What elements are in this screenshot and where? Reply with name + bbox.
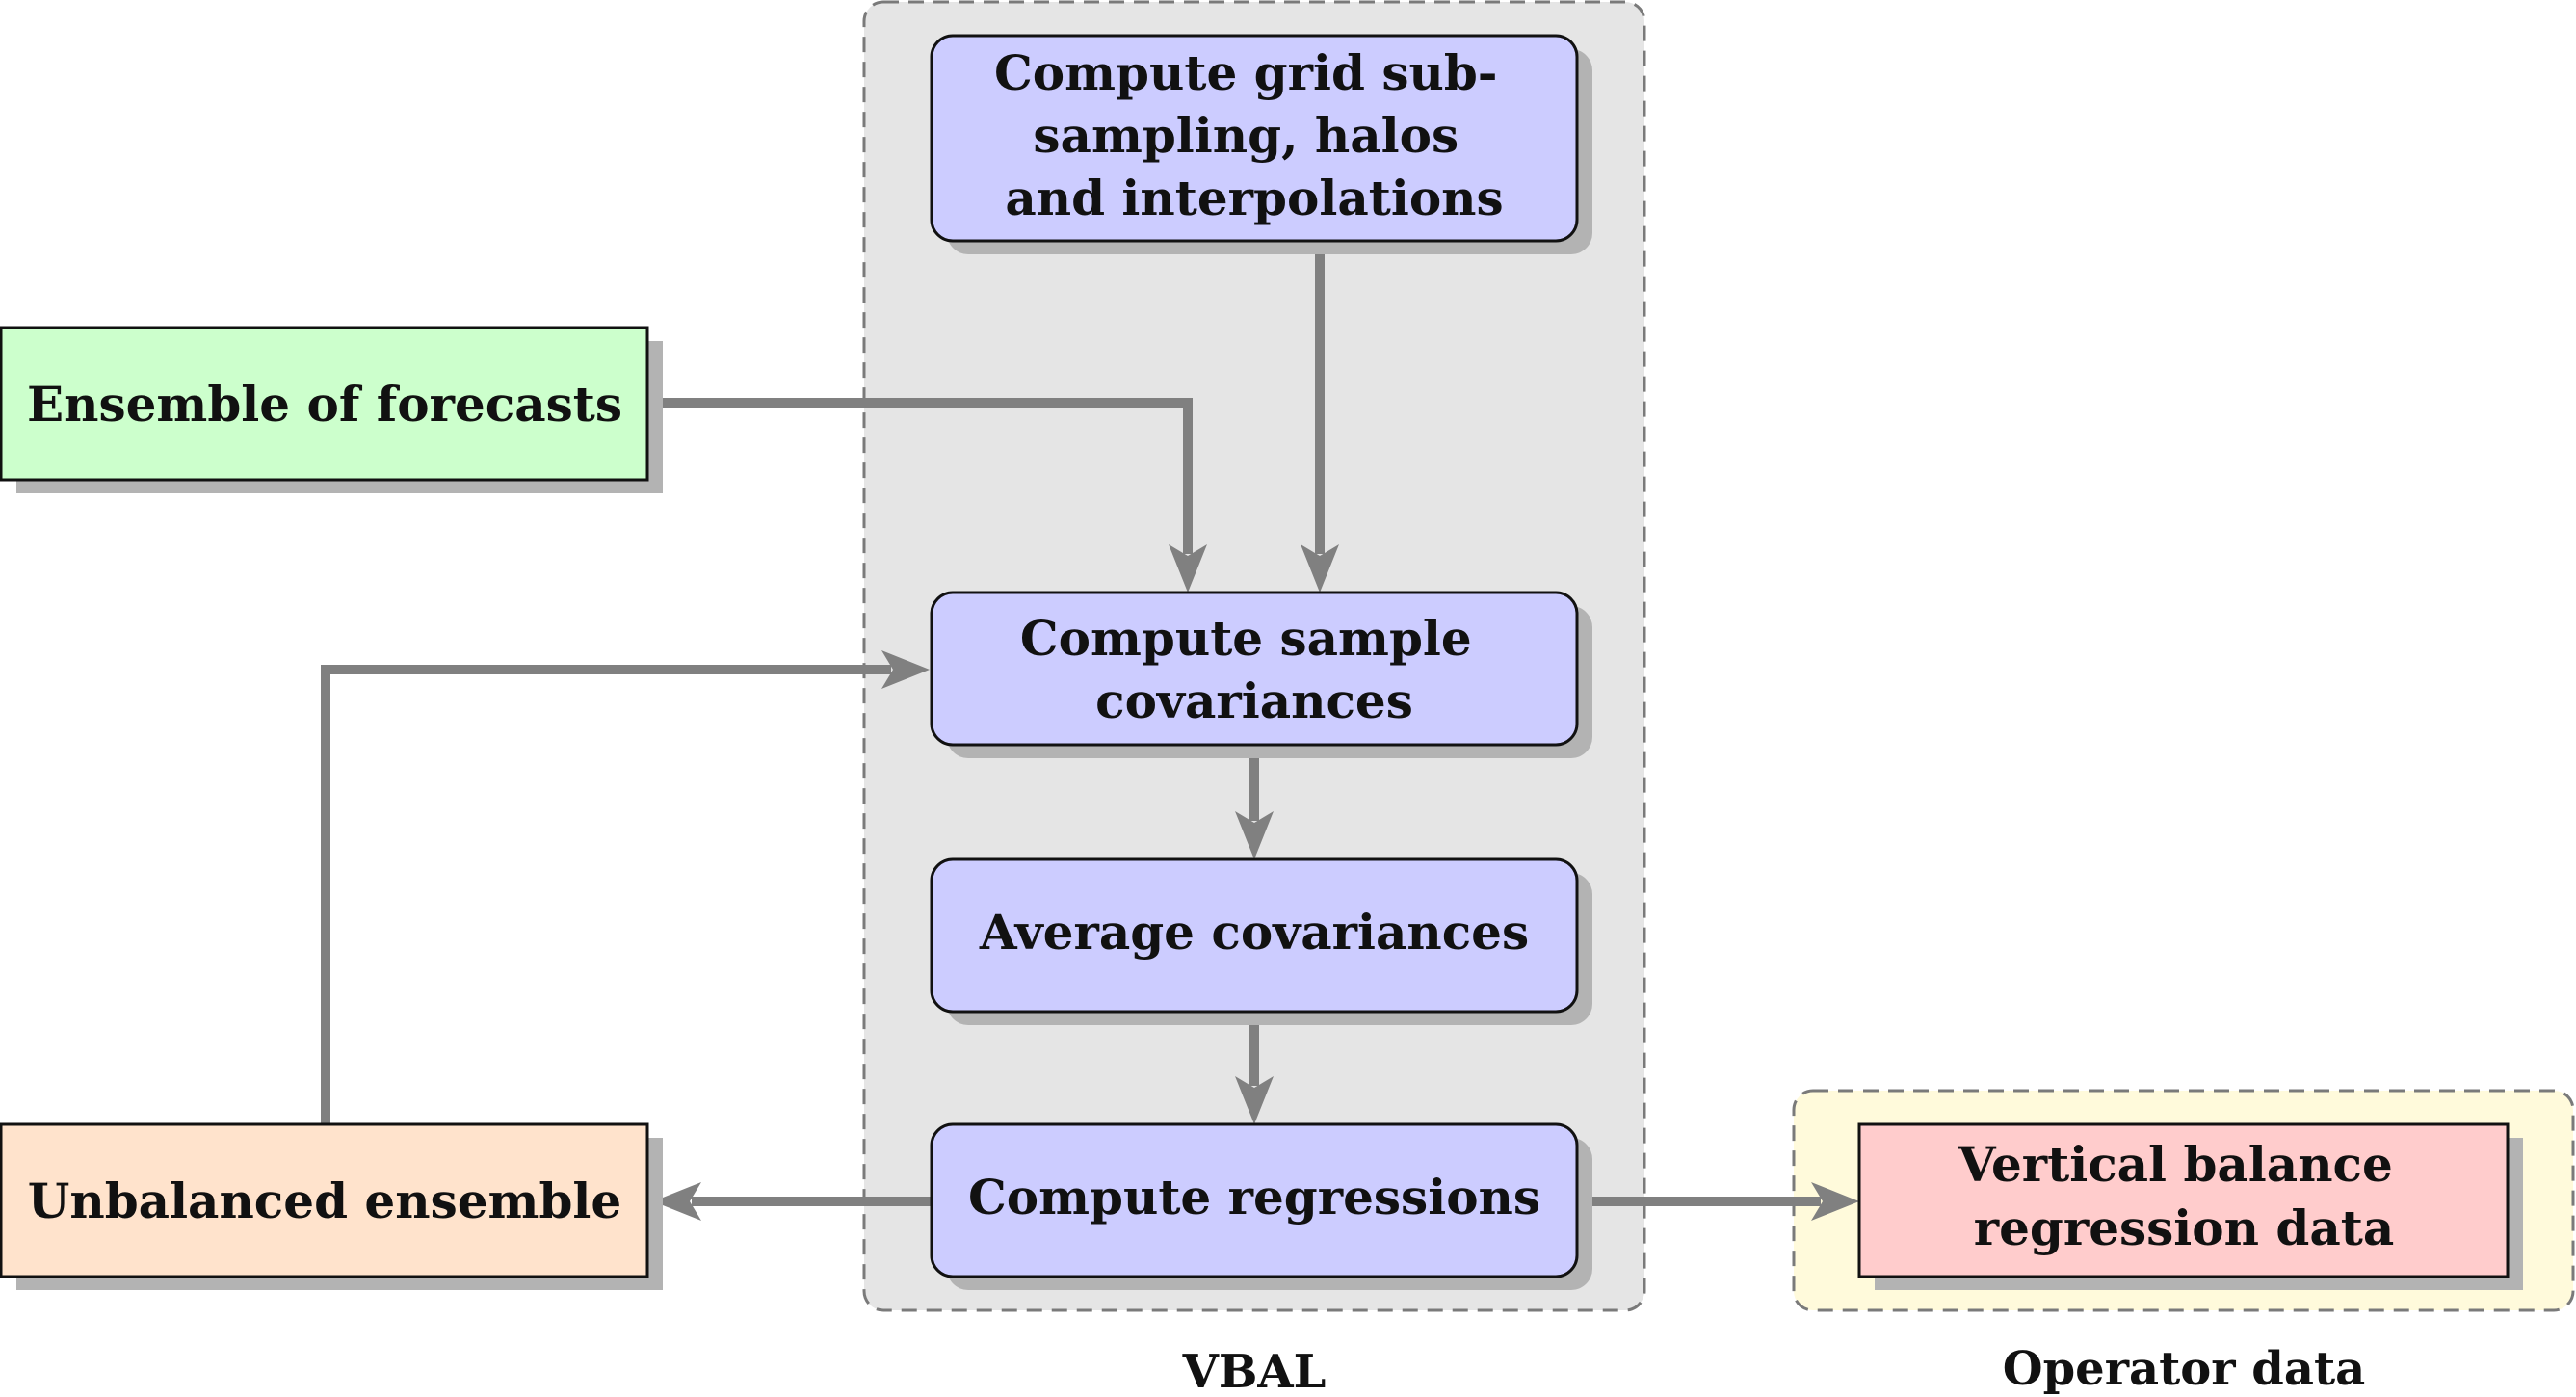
edge-regressions-to-unbalanced-arrowhead (653, 1182, 701, 1221)
edge-avg-cov-to-regressions-arrowhead (1235, 1076, 1274, 1124)
node-sample-cov-line-1: Compute sample (1020, 610, 1472, 667)
edge-unbalanced-to-sample-cov-arrowhead (881, 650, 930, 689)
svg-text:Compute grid sub- sampli: Compute grid sub- sampling, halos and in… (994, 44, 1514, 226)
svg-text:Average covariances: Average covariances (979, 904, 1529, 961)
svg-text:Ensemble of forecasts: Ensemble of forecasts (27, 376, 622, 433)
node-unbalanced-ensemble: Unbalanced ensemble (0, 1122, 663, 1290)
svg-text:Vertical balance regress: Vertical balance regression data (1958, 1136, 2409, 1256)
node-compute-sample-covariances: Compute sample covariances (930, 591, 1592, 758)
edge-sample-cov-to-avg-cov-arrowhead (1235, 811, 1274, 859)
node-avg-cov-line-1: Average covariances (979, 904, 1529, 961)
svg-text:Unbalanced ensemble: Unbalanced ensemble (28, 1173, 621, 1229)
edge-grid-to-sample-cov-arrowhead (1301, 544, 1339, 593)
edge-ensemble-to-sample-cov-arrowhead (1169, 544, 1207, 593)
node-vertical-line-1: Vertical balance (1958, 1136, 2393, 1193)
node-regressions-line-1: Compute regressions (968, 1169, 1540, 1226)
node-ensemble-line-1: Ensemble of forecasts (27, 376, 622, 433)
edge-regressions-to-vertical-arrowhead (1811, 1182, 1859, 1221)
operator-data-group-label: Operator data (2003, 1342, 2365, 1396)
node-compute-grid-line-1: Compute grid sub- (994, 44, 1498, 101)
node-vertical-balance-regression-data: Vertical balance regression data (1857, 1122, 2523, 1290)
node-compute-grid-line-2: sampling, halos (1033, 107, 1459, 164)
svg-text:Compute regressions: Compute regressions (968, 1169, 1540, 1226)
node-average-covariances: Average covariances (930, 857, 1592, 1025)
edge-ensemble-to-sample-cov (650, 398, 1193, 554)
node-compute-grid-line-3: and interpolations (1005, 170, 1503, 226)
svg-text:Compute sample covarianc: Compute sample covariances (1020, 610, 1488, 729)
node-unbalanced-line-1: Unbalanced ensemble (28, 1173, 621, 1229)
node-ensemble-of-forecasts: Ensemble of forecasts (0, 326, 663, 493)
node-compute-grid: Compute grid sub- sampling, halos and in… (930, 34, 1592, 254)
vbal-group-label: VBAL (1182, 1345, 1327, 1397)
edge-unbalanced-to-sample-cov (321, 665, 891, 1124)
node-sample-cov-line-2: covariances (1095, 672, 1413, 729)
node-vertical-line-2: regression data (1974, 1199, 2395, 1256)
node-compute-regressions: Compute regressions (930, 1122, 1592, 1290)
